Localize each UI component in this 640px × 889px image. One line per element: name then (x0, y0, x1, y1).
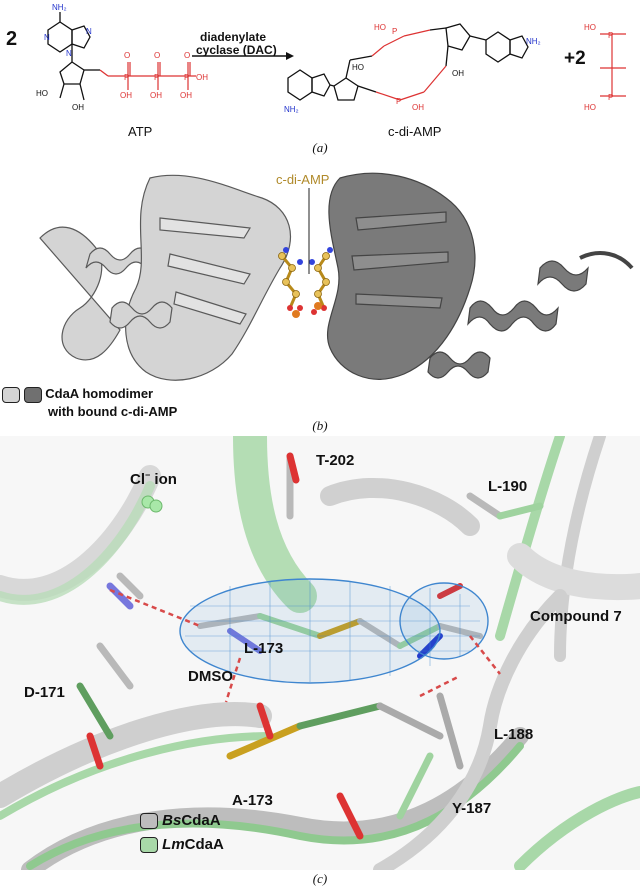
reaction-arrow (192, 52, 294, 60)
bs-cdaa-swatch (140, 813, 158, 830)
label-l173: L-173 (244, 640, 284, 657)
lm-cdaa-species: Lm (162, 836, 185, 853)
atom-label: OH (412, 103, 424, 112)
atom-label: OH (72, 103, 84, 112)
electron-density-mesh (179, 578, 489, 684)
c-di-amp-structure (287, 23, 529, 101)
chain-a-ribbon (39, 174, 291, 381)
atom-label: O (124, 51, 130, 60)
label-compound7: Compound 7 (530, 608, 622, 625)
atp-structure (47, 12, 196, 101)
label-t202: T-202 (316, 452, 355, 469)
reaction-coefficient-right: +2 (564, 48, 586, 69)
enzyme-label-line1: diadenylate (200, 30, 267, 44)
label-cl-ion-word: ion (150, 471, 177, 488)
label-y187: Y-187 (452, 800, 492, 817)
atom-label: OH (120, 91, 132, 100)
atom-label: P (124, 73, 129, 82)
legend-bs-cdaa: BsCdaA (140, 812, 221, 830)
atom-label: HO (584, 23, 596, 32)
atp-phosphates (127, 62, 191, 90)
caption-b: (b) (312, 418, 328, 433)
atom-label: OH (150, 91, 162, 100)
lm-cdaa-name: CdaA (184, 836, 224, 853)
pyrophosphate-structure (600, 33, 626, 97)
atom-label: OH (180, 91, 192, 100)
atom-label: N (44, 33, 50, 42)
atom-label: OH (452, 69, 464, 78)
label-a173: A-173 (232, 792, 273, 809)
atom-label: NH₂ (526, 37, 541, 46)
chloride-ion (141, 495, 163, 513)
reaction-scheme-drawing: NH₂ N N N HO OH P P P O O O OH OH OH OH (36, 3, 626, 114)
atom-label: HO (36, 89, 48, 98)
atom-label: O (184, 51, 190, 60)
atom-label: P (396, 97, 401, 106)
label-d171: D-171 (24, 684, 65, 701)
side-chain-sticks (76, 452, 544, 840)
label-l190: L-190 (488, 478, 528, 495)
atom-label: OH (196, 73, 208, 82)
hydrogen-bonds (109, 588, 501, 703)
background-ribbons (0, 436, 640, 870)
legend-lm-cdaa: LmCdaA (140, 836, 224, 854)
atom-label: P (154, 73, 159, 82)
label-cl-ion-symbol: Cl (130, 471, 145, 488)
lm-cdaa-swatch (140, 837, 158, 854)
atom-label: P (608, 93, 613, 102)
panel-c-binding-site: Cl− ion T-202 L-190 Compound 7 D-171 L-1… (0, 436, 640, 870)
dimer-legend-text: CdaA homodimer (45, 386, 154, 401)
ligand-label: c-di-AMP (276, 172, 330, 187)
caption-a: (a) (312, 140, 328, 155)
atom-label: P (392, 27, 397, 36)
atom-label: HO (374, 23, 386, 32)
bs-cdaa-name: CdaA (181, 812, 221, 829)
dimer-legend-line2: with bound c-di-AMP (48, 404, 178, 419)
binding-site-render (0, 436, 640, 870)
reaction-coefficient-left: 2 (6, 28, 18, 50)
panel-a-reaction-scheme: NH₂ N N N HO OH P P P O O O OH OH OH OH (0, 0, 640, 140)
dimer-legend-line1: CdaA homodimer (2, 386, 153, 403)
caption-c: (c) (312, 871, 328, 886)
chain-a-swatch (2, 386, 20, 403)
label-dmso: DMSO (188, 668, 233, 685)
label-cl-ion-charge: − (145, 470, 151, 480)
atom-label: N (66, 49, 72, 58)
label-l188: L-188 (494, 726, 534, 743)
c-di-amp-ligand (278, 247, 333, 318)
atom-label: HO (352, 63, 364, 72)
label-cl-ion: Cl− ion (130, 470, 177, 488)
atom-label: NH₂ (284, 105, 299, 114)
chain-b-ribbon (326, 172, 634, 380)
atom-label: NH₂ (52, 3, 67, 12)
atom-label: HO (584, 103, 596, 112)
chain-b-swatch (23, 386, 42, 403)
enzyme-label-line2: cyclase (DAC) (196, 43, 277, 57)
atom-label: P (608, 31, 613, 40)
atom-label: P (184, 73, 189, 82)
panel-b-cdaa-dimer: c-di-AMP CdaA homodimer with bound c-di-… (0, 158, 640, 419)
atp-label: ATP (128, 124, 153, 139)
c-di-amp-label: c-di-AMP (388, 124, 442, 139)
atom-label: O (154, 51, 160, 60)
atom-label: N (86, 27, 92, 36)
bs-cdaa-species: Bs (162, 812, 182, 829)
cdaa-dimer-ribbon (39, 172, 634, 381)
